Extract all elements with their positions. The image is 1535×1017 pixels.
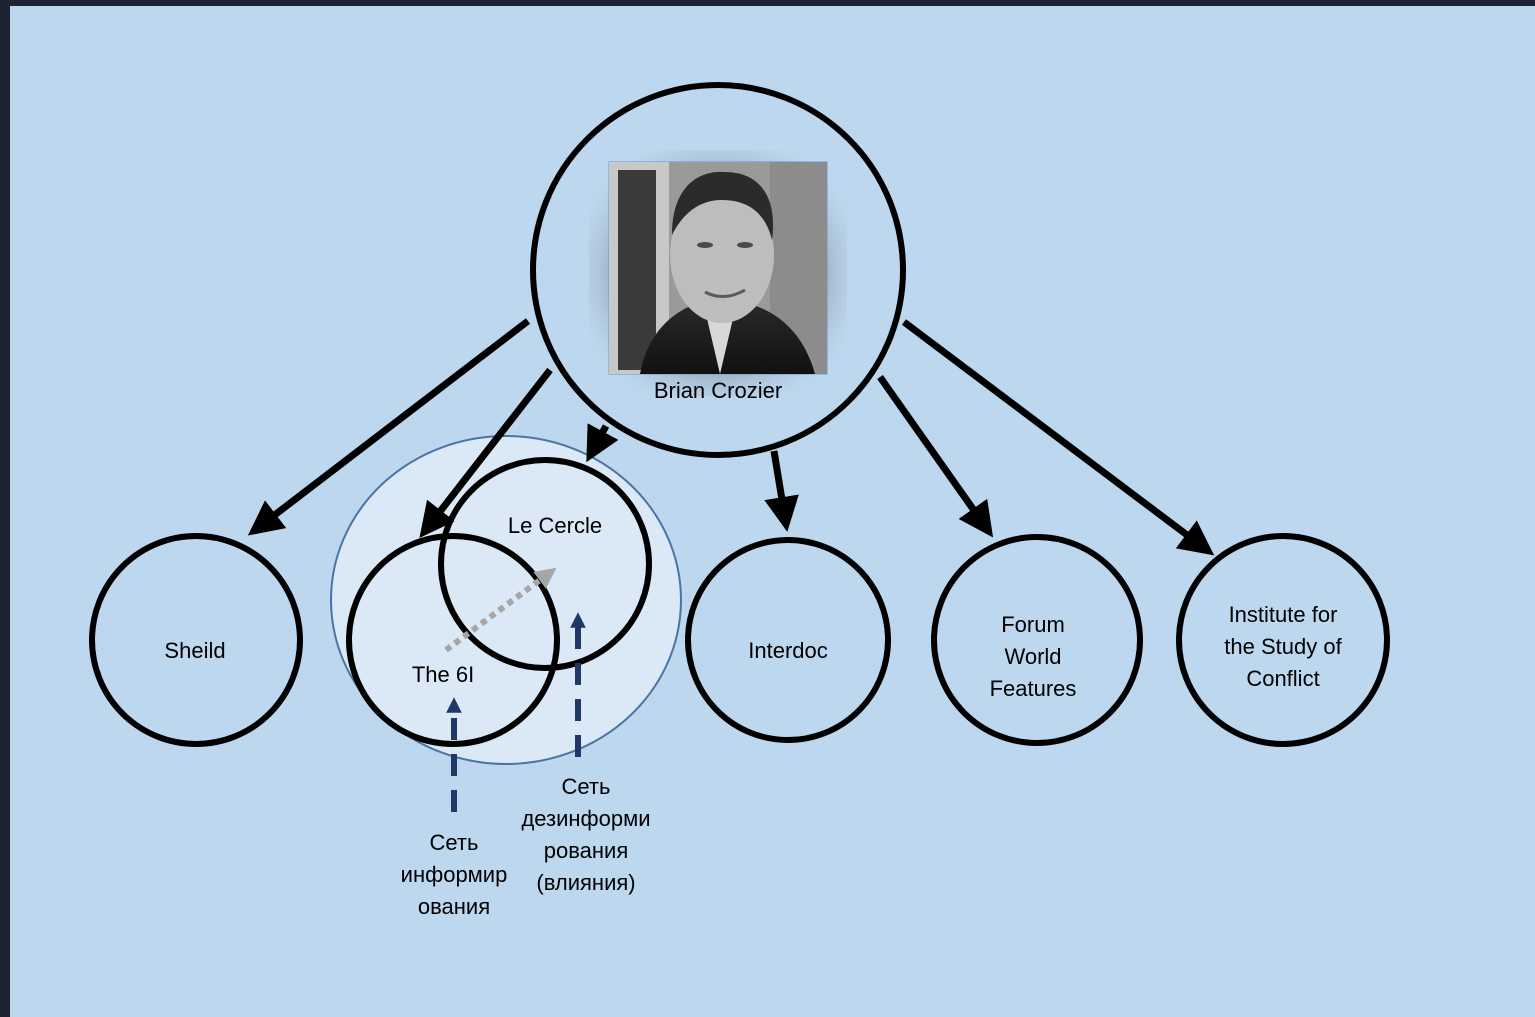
disinformation-network-label: Сеть дезинформи рования (влияния) (521, 774, 651, 895)
network-cluster (330, 435, 682, 765)
arrow-to-interdoc (764, 450, 799, 532)
le-cercle-label: Le Cercle (507, 513, 603, 538)
arrow-to-le-cercle (586, 423, 619, 463)
forum-world-features-circle (931, 534, 1143, 746)
arrow-to-the-6i (419, 367, 553, 539)
le-cercle-circle (438, 457, 652, 671)
diagram-canvas: Brian Crozier Sheild Le Cercle The 6I In… (10, 6, 1535, 1017)
center-name-label: Brian Crozier (653, 378, 783, 403)
arrow-to-sheild (247, 318, 531, 536)
the-6i-circle (346, 533, 560, 747)
arrow-to-institute (901, 319, 1215, 556)
institute-label: Institute for the Study of Conflict (1224, 602, 1342, 691)
portrait-photo (589, 150, 847, 396)
arrow-to-forum-world-features (877, 374, 994, 538)
forum-world-features-label: Forum World Features (989, 612, 1077, 701)
institute-circle (1176, 533, 1390, 747)
the-6i-label: The 6I (411, 662, 475, 687)
interdoc-label: Interdoc (748, 638, 828, 663)
sheild-circle (89, 533, 303, 747)
information-network-label: Сеть информир ования (400, 830, 508, 919)
center-circle (530, 82, 906, 458)
interdoc-circle (685, 537, 891, 743)
sheild-label: Sheild (164, 638, 226, 663)
